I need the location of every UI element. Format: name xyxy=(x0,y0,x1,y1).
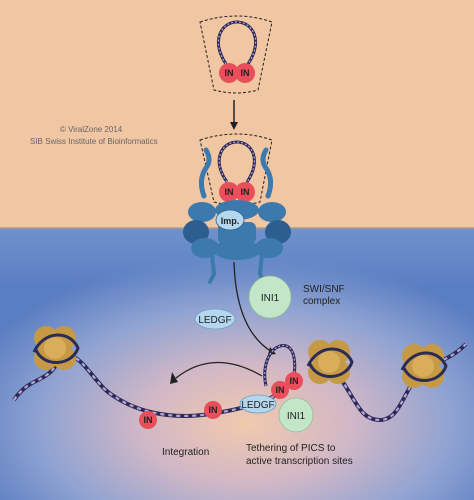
nucleosome-middle xyxy=(306,340,354,384)
tethered-integrase-2 xyxy=(285,372,303,390)
pre-integration-complex-pore: IN IN xyxy=(199,133,273,206)
integrase-label-1: IN xyxy=(225,68,234,78)
swi-snf-label-1: SWI/SNF xyxy=(303,284,345,295)
pore-subunit xyxy=(183,220,209,244)
integrated-in-2 xyxy=(204,401,222,419)
integrase-1 xyxy=(219,63,239,83)
importin-label: Imp. xyxy=(221,216,240,226)
integration-arrow xyxy=(175,361,263,379)
nuclear-pore-complex: Imp. xyxy=(183,147,291,284)
tethered-integrase-1 xyxy=(271,381,289,399)
tethering-label-1: Tethering of PICS to xyxy=(246,443,336,454)
integrated-in-label-1: IN xyxy=(144,415,153,425)
ledgf-bound xyxy=(239,394,277,414)
integrase-3 xyxy=(219,182,239,202)
tethered-in-label-2: IN xyxy=(290,376,299,386)
pore-filament-right xyxy=(260,147,274,199)
importin xyxy=(215,209,245,231)
tethering-label-2: active transcription sites xyxy=(246,456,353,467)
host-chromatin: IN IN xyxy=(12,326,468,429)
ledgf-free xyxy=(194,308,236,330)
integrase-label-2: IN xyxy=(241,68,250,78)
integrated-in-1 xyxy=(139,411,157,429)
integrase-label-3: IN xyxy=(225,187,234,197)
arrow-down-head xyxy=(230,122,238,130)
ledgf-free-label: LEDGF xyxy=(198,315,231,326)
path-arrow xyxy=(233,261,273,353)
tethered-in-label-1: IN xyxy=(276,385,285,395)
pore-subunit xyxy=(188,202,216,222)
ini1-free xyxy=(248,275,292,319)
pore-subunit xyxy=(258,202,286,222)
host-dna-strand-light xyxy=(13,354,289,417)
pore-subunit xyxy=(265,220,291,244)
tethered-viral-dna-strand xyxy=(264,344,296,387)
integrase-4 xyxy=(235,182,255,202)
viral-dna-loop-pore xyxy=(217,140,256,183)
pore-filament-left xyxy=(198,147,212,199)
integrase-label-4: IN xyxy=(241,187,250,197)
credit-line-2: SIB Swiss Institute of Bioinformatics xyxy=(30,137,158,146)
pore-subunit xyxy=(213,240,261,260)
ini1-bound xyxy=(278,397,314,433)
viral-dna-loop-strand xyxy=(217,21,257,65)
ini1-free-label: INI1 xyxy=(261,293,280,304)
ledgf-bound-label: LEDGF xyxy=(241,400,274,411)
integrated-in-label-2: IN xyxy=(209,405,218,415)
integration-arrow-head xyxy=(170,372,178,384)
capsid-outline xyxy=(199,15,273,94)
swi-snf-label-2: complex xyxy=(303,296,340,307)
pre-integration-complex-top: IN IN xyxy=(199,15,273,94)
credit-line-1: © ViralZone 2014 xyxy=(60,125,123,134)
nucleosome-left xyxy=(32,326,80,370)
nucleosome-right xyxy=(400,344,448,388)
tethered-pic: IN IN LEDGF INI1 xyxy=(239,344,314,433)
integrase-2 xyxy=(235,63,255,83)
integration-label: Integration xyxy=(162,447,209,458)
ini1-bound-label: INI1 xyxy=(287,411,306,422)
pore-basket-left xyxy=(208,252,217,284)
